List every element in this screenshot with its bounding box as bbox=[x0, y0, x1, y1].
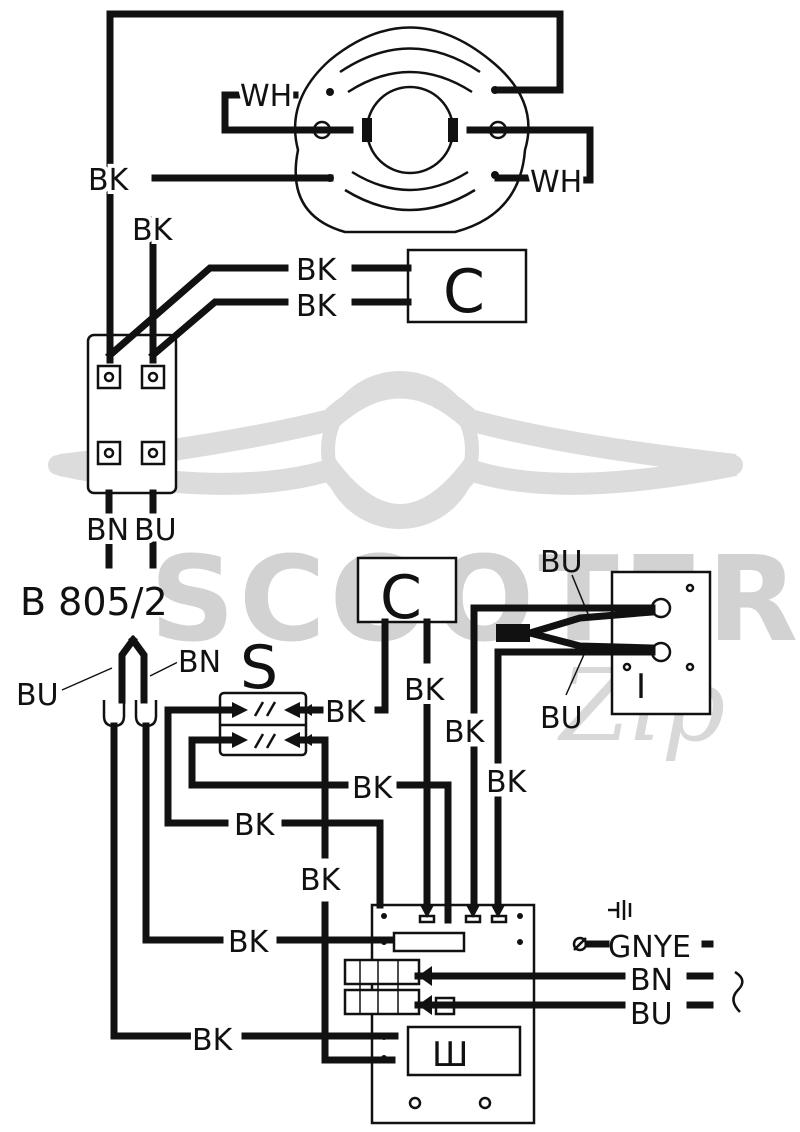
lower-wiring bbox=[61, 574, 714, 1064]
model-code: B 805/2 bbox=[20, 580, 168, 624]
top-wiring bbox=[105, 10, 594, 569]
label-bk-5: BK bbox=[228, 925, 270, 960]
label-mains-live: BN bbox=[630, 963, 673, 998]
terminal-block-symbol: Ш bbox=[432, 1035, 468, 1075]
thermal-switch-symbol: S bbox=[240, 633, 278, 703]
label-bk-6: BK bbox=[192, 1023, 234, 1058]
label-motor-bk: BK bbox=[88, 163, 130, 198]
label-bk-4: BK bbox=[300, 863, 342, 898]
label-heater-bu: BU bbox=[16, 678, 59, 713]
label-cap-mid-bk: BK bbox=[404, 673, 446, 708]
terminal-board: Ш bbox=[343, 903, 536, 1125]
capacitor-mid: C bbox=[356, 556, 458, 633]
switch-block-top bbox=[86, 333, 178, 495]
label-switch-bn: BN bbox=[86, 513, 129, 548]
label-switch-bu: BU bbox=[134, 513, 177, 548]
mains-supply: GNYE BN BU bbox=[572, 900, 744, 1032]
label-motor-wh-right: WH bbox=[530, 165, 582, 200]
label-motor-wh-left: WH bbox=[240, 79, 292, 114]
label-bk-3: BK bbox=[234, 808, 276, 843]
label-cap-bk-2: BK bbox=[296, 289, 338, 324]
label-heater-bn: BN bbox=[178, 645, 221, 680]
capacitor-top-symbol: C bbox=[443, 257, 485, 327]
ac-wave-icon bbox=[732, 970, 744, 1013]
pilot-lamp: I bbox=[610, 570, 712, 716]
heater-plug bbox=[102, 635, 158, 728]
label-lamp-bk-2: BK bbox=[486, 765, 528, 800]
pilot-lamp-symbol: I bbox=[636, 667, 646, 707]
label-lamp-bk-1: BK bbox=[444, 715, 486, 750]
label-lamp-bu-bottom: BU bbox=[540, 701, 583, 736]
label-mains-earth: GNYE bbox=[608, 930, 691, 965]
label-mains-neutral: BU bbox=[630, 997, 673, 1032]
label-lamp-bu-top: BU bbox=[540, 545, 583, 580]
label-switch-bk-1: BK bbox=[325, 695, 367, 730]
label-switch-bk-2: BK bbox=[352, 771, 394, 806]
label-switch-bk: BK bbox=[132, 213, 174, 248]
thermal-switch: S bbox=[218, 633, 308, 757]
capacitor-top: C bbox=[406, 248, 528, 327]
motor bbox=[293, 26, 530, 234]
label-cap-bk-1: BK bbox=[296, 253, 338, 288]
